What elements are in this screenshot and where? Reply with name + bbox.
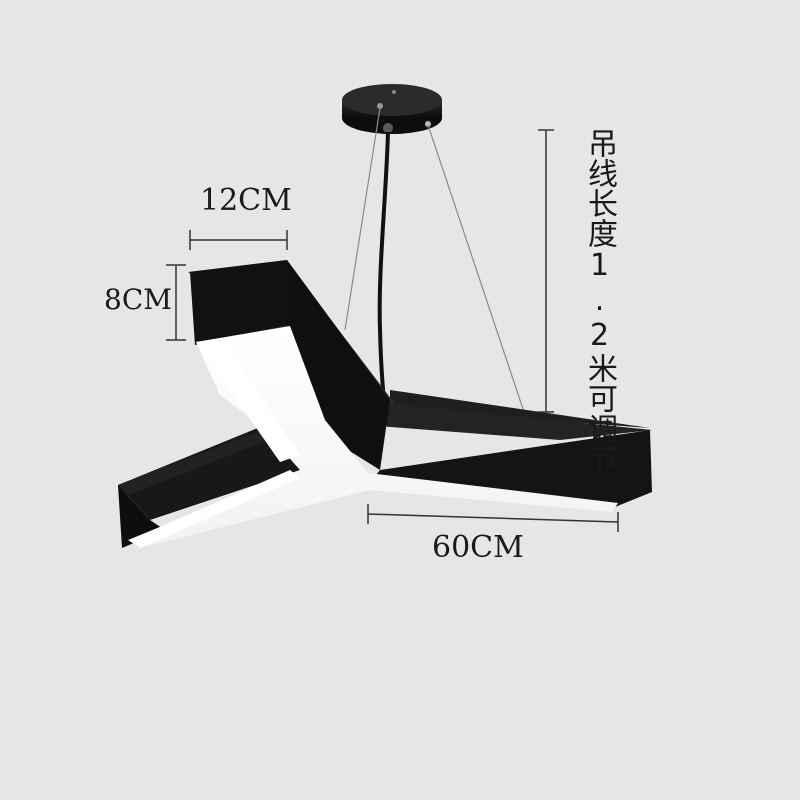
width-dimension-line <box>189 230 288 250</box>
dimension-lines <box>166 129 619 532</box>
suspension-cables <box>344 107 526 416</box>
lamp-body <box>118 260 652 548</box>
height-dimension-line <box>166 264 186 341</box>
cable-length-dimension-line <box>538 129 554 413</box>
width-label: 12CM <box>200 183 292 218</box>
height-label: 8CM <box>104 283 172 316</box>
length-label: 60CM <box>432 530 524 565</box>
ceiling-canopy <box>342 84 442 134</box>
length-dimension-line <box>367 504 619 532</box>
cable-length-label: 吊线长度1.2米可调节 <box>582 128 617 473</box>
